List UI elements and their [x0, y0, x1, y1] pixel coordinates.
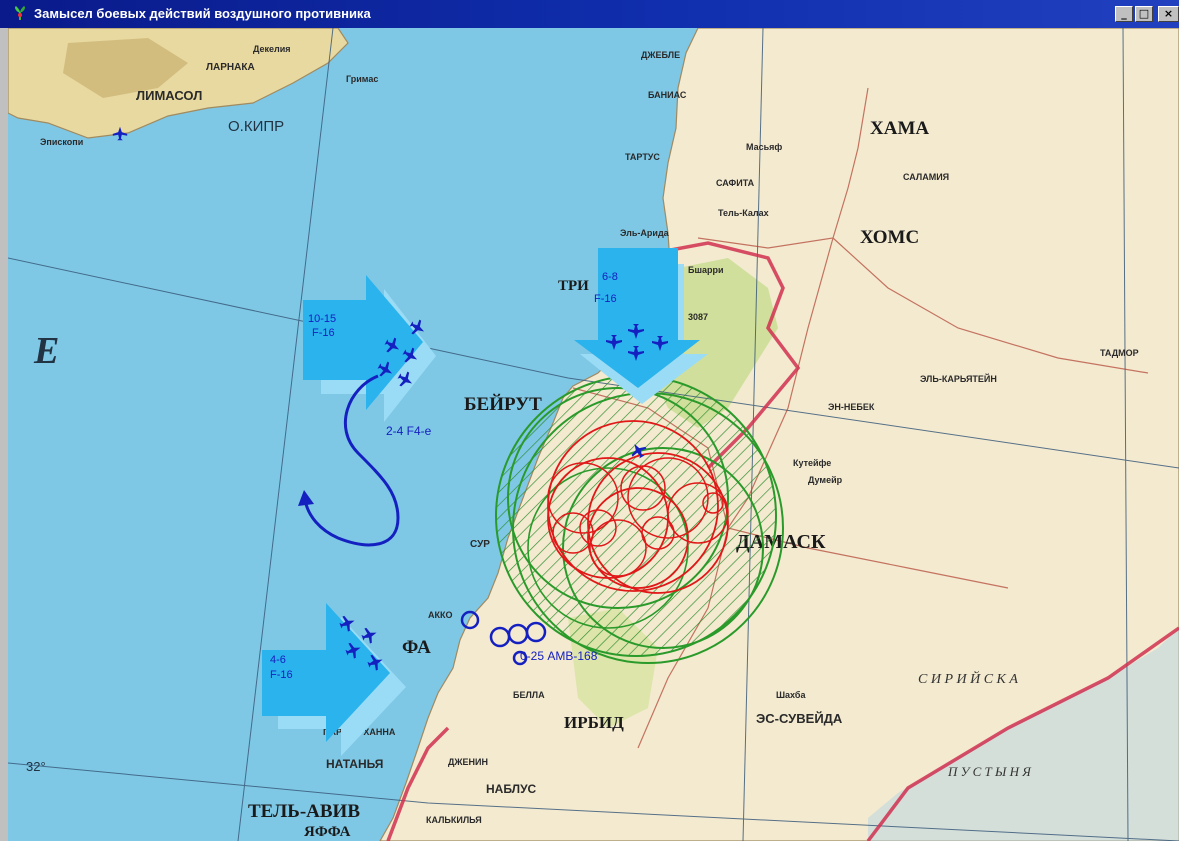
town-kuteyfe: Кутейфе: [793, 458, 831, 468]
label-syrian-desert-2: П У С Т Ы Н Я: [947, 764, 1032, 779]
state-borders: [386, 241, 1179, 841]
graticule: [8, 28, 1179, 841]
city-irbid: ИРБИД: [564, 713, 624, 732]
town-bsharri: Бшарри: [688, 265, 724, 275]
close-button[interactable]: ×: [1158, 6, 1179, 22]
window-title: Замысел боевых действий воздушного проти…: [34, 6, 371, 21]
group-south-count: 4-6: [270, 654, 286, 666]
town-salamiya: САЛАМИЯ: [903, 172, 949, 182]
town-safita: САФИТА: [716, 178, 755, 188]
city-dzhenin: ДЖЕНИН: [448, 757, 488, 767]
town-dzheble: ДЖЕБЛЕ: [641, 50, 680, 60]
loiter-label: 2-4 F4-е: [386, 424, 432, 438]
town-tartus: ТАРТУС: [625, 152, 660, 162]
zone-red-13: [702, 492, 724, 514]
city-bella: БЕЛЛА: [513, 690, 545, 700]
zone-red-5: [547, 462, 619, 534]
title-bar[interactable]: Замысел боевых действий воздушного проти…: [0, 0, 1179, 28]
town-tadmor: ТАДМОР: [1100, 348, 1139, 358]
town-karyatein: ЭЛЬ-КАРЬЯТЕЙН: [920, 373, 997, 384]
city-tripoli: ТРИ: [558, 278, 589, 294]
attack-arrow-south: [262, 603, 406, 756]
city-natanya: НАТАНЬЯ: [326, 757, 383, 771]
town-masyaf: Масьяф: [746, 142, 782, 152]
attack-arrow-trip: [574, 248, 708, 404]
air-defense-zones: [495, 375, 784, 664]
loiter-track: [298, 374, 400, 547]
town-dumeyr: Думейр: [808, 475, 843, 485]
town-nebek: ЭН-НЕБЕК: [828, 402, 875, 412]
zone-green-3: [507, 387, 729, 609]
town-el-arida: Эль-Арида: [620, 228, 670, 238]
ground-force-label: 0-25 АМВ-168: [520, 649, 598, 663]
zone-green-4: [562, 447, 764, 649]
ground-force-markers: [460, 610, 547, 666]
zone-red-6: [627, 457, 709, 539]
group-north-type: F-16: [312, 327, 335, 339]
city-homs: ХОМС: [860, 227, 919, 248]
group-north-count: 10-15: [308, 313, 336, 325]
app-icon: [15, 6, 25, 20]
attack-arrow-north: [303, 275, 436, 422]
city-tel-aviv: ТЕЛЬ-АВИВ: [248, 801, 360, 822]
group-trip-count: 6-8: [602, 271, 618, 283]
latitude-label: 32°: [26, 759, 46, 774]
zone-red-4: [587, 487, 689, 589]
elevation-mark: 3087: [688, 312, 708, 322]
zone-green-5: [527, 467, 689, 629]
city-hayfa: ФА: [402, 637, 431, 658]
zone-red-9: [620, 465, 666, 511]
zone-red-11: [641, 516, 675, 550]
cyprus-mountains: [63, 38, 188, 98]
city-es-suveida: ЭС-СУВЕЙДА: [756, 711, 843, 726]
desert-zone: [868, 628, 1179, 841]
label-syrian-desert-1: С И Р И Й С К А: [918, 670, 1018, 687]
zone-hatched: [495, 375, 777, 657]
town-kalkilia: КАЛЬКИЛЬЯ: [426, 815, 482, 825]
group-south-type: F-16: [270, 669, 293, 681]
zone-red-10: [579, 509, 617, 547]
zone-red-1: [547, 420, 719, 592]
label-grimas: Гримас: [346, 74, 378, 84]
city-yaffa: ЯФФА: [304, 824, 351, 840]
label-episkopi: Эпископи: [40, 137, 83, 147]
maximize-button[interactable]: □: [1135, 6, 1153, 22]
city-nablus: НАБЛУС: [486, 782, 537, 796]
label-limassol: ЛИМАСОЛ: [136, 88, 202, 103]
city-beirut: БЕЙРУТ: [464, 393, 542, 415]
label-larnaka: ЛАРНАКА: [206, 62, 255, 73]
town-banias: БАНИАС: [648, 90, 687, 100]
zone-red-8: [667, 482, 729, 544]
sea-letter: Е: [33, 330, 59, 372]
group-trip-type: F-16: [594, 293, 617, 305]
zone-red-7: [589, 519, 647, 577]
label-cyprus: О.КИПР: [228, 118, 284, 135]
city-hama: ХАМА: [870, 118, 929, 139]
city-akko: АККО: [428, 610, 453, 620]
label-dekelia: Декелия: [253, 44, 291, 54]
map-view[interactable]: Е О.КИПР ЛИМАСОЛ ЛАРНАКА Декелия Эпископ…: [8, 28, 1179, 841]
minimize-button[interactable]: _: [1115, 6, 1133, 22]
zone-red-2: [587, 452, 729, 594]
town-tel-kalah: Тель-Калах: [718, 208, 769, 218]
city-sur: СУР: [470, 539, 490, 550]
map-canvas[interactable]: Е О.КИПР ЛИМАСОЛ ЛАРНАКА Декелия Эпископ…: [8, 28, 1179, 841]
town-shahba: Шахба: [776, 690, 806, 700]
zone-red-12: [552, 512, 594, 554]
